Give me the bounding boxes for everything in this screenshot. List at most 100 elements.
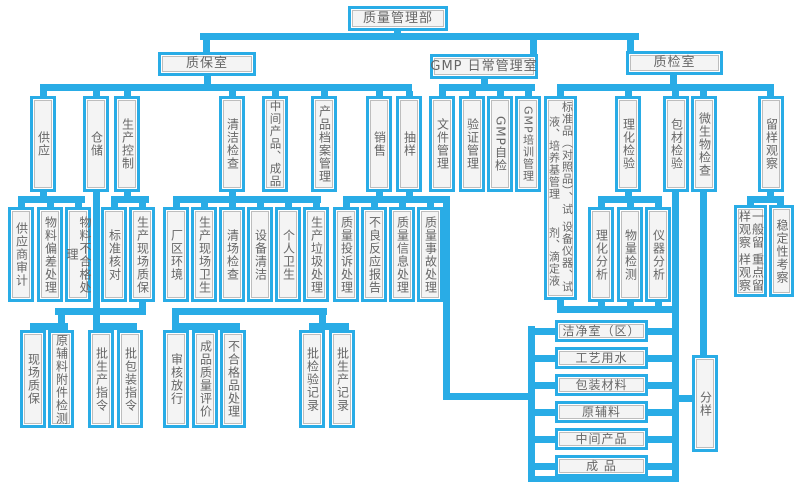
node-material-nonconforming-handling: 物料不合格处理 (65, 207, 92, 302)
node-label: 仪器分析 (651, 228, 666, 281)
connector-line (229, 192, 236, 196)
connector-line (319, 315, 326, 323)
node-production-site-hygiene: 生产现场卫生 (191, 207, 217, 302)
node-label: 标准品（对照品）、试液、培养基管理 (547, 101, 574, 216)
node-standards-reagents-management: 标准品（对照品）、试液、培养基管理设备仪器、试剂、滴定液 (544, 96, 577, 300)
node-batch-inspection-record: 批检验记录 (299, 330, 325, 428)
connector-line (30, 323, 68, 330)
connector-line (309, 323, 349, 330)
connector-line (648, 328, 672, 335)
node-label: 设备仪器、试剂、滴定液 (547, 221, 574, 294)
connector-line (535, 436, 555, 443)
connector-line (700, 192, 707, 355)
connector-line (557, 300, 564, 306)
connector-line (204, 76, 211, 84)
node-supplier-audit: 供应商审计 (8, 207, 34, 302)
connector-line (777, 203, 784, 205)
connector-line (672, 91, 679, 96)
connector-line (40, 91, 47, 96)
node-label: 重点留样观察 (737, 253, 765, 292)
connector-line (439, 91, 446, 96)
connector-line (625, 91, 632, 96)
node-label: 物料偏差处理 (43, 215, 58, 294)
connector-line (648, 382, 672, 389)
connector-line (443, 196, 450, 400)
node-equipment-cleaning: 设备清洁 (247, 207, 273, 302)
node-label: 质量信息处理 (395, 215, 410, 294)
node-quality-info-handling: 质量信息处理 (389, 207, 415, 302)
node-quality-management-dept: 质量管理部 (348, 6, 448, 31)
node-label: 文件管理 (435, 118, 450, 170)
node-stability-study: 稳定性考察 (769, 205, 794, 297)
node-physchem-inspection: 理化检验 (615, 96, 641, 192)
node-label: 现场质保 (26, 353, 41, 405)
connector-line (93, 323, 137, 330)
connector-line (111, 196, 149, 203)
node-quantity-testing: 物量检测 (617, 207, 643, 302)
connector-line (203, 40, 210, 52)
connector-line (655, 302, 662, 306)
node-retained-observation-types: 一般留样观察重点留样观察 (734, 205, 767, 297)
connector-line (124, 192, 131, 196)
node-label: 生产现场卫生 (197, 215, 212, 294)
node-label: 批检验记录 (305, 346, 320, 412)
connector-line (376, 91, 383, 96)
node-gmp-training-management: GMP培训管理 (515, 96, 541, 192)
connector-line (648, 355, 672, 362)
connector-line (627, 203, 634, 207)
node-label: 不良反应报告 (367, 215, 382, 294)
node-label: 物料不合格处理 (65, 215, 92, 294)
connector-line (655, 203, 662, 207)
node-production-waste-disposal: 生产垃圾处理 (303, 207, 329, 302)
connector-line (93, 91, 100, 96)
node-label: 原辅料附件检测 (54, 333, 69, 425)
node-label: 原辅料 (581, 404, 621, 419)
connector-line (173, 203, 180, 207)
node-label: 供应商审计 (14, 222, 29, 287)
connector-line (672, 192, 679, 482)
node-label: 生产控制 (120, 118, 135, 170)
node-adverse-reaction-report: 不良反应报告 (361, 207, 387, 302)
node-label: 留样观察 (764, 118, 779, 170)
connector-line (399, 203, 406, 207)
connector-line (528, 476, 679, 482)
node-label: 审核放行 (169, 353, 184, 405)
node-batch-production-order: 批生产指令 (88, 330, 114, 428)
connector-line (535, 328, 555, 335)
node-physchem-analysis: 理化分析 (588, 207, 614, 302)
node-clean-room-area: 洁净室（区） (555, 320, 648, 342)
connector-line (172, 323, 240, 330)
connector-line (627, 302, 634, 306)
connector-line (172, 315, 179, 323)
connector-line (557, 91, 564, 96)
node-material-deviation-handling: 物料偏差处理 (37, 207, 63, 302)
node-finished-product: 成 品 (555, 455, 648, 477)
node-label: 厂区环境 (169, 228, 184, 281)
connector-line (75, 203, 82, 207)
node-label: 质检室 (653, 55, 696, 71)
node-label: 产品档案管理 (317, 105, 332, 183)
node-label: GMP自检 (493, 116, 508, 172)
node-label: 成品质量评价 (198, 340, 213, 418)
connector-line (700, 91, 707, 96)
connector-line (427, 203, 434, 207)
node-label: 验证管理 (465, 118, 480, 170)
connector-line (18, 203, 25, 207)
node-label: 稳定性考察 (775, 218, 789, 284)
node-label: 理化分析 (594, 228, 609, 281)
connector-line (598, 196, 662, 203)
node-raw-material-accessory-testing: 原辅料附件检测 (48, 330, 74, 428)
node-personal-hygiene: 个人卫生 (275, 207, 301, 302)
node-quality-complaint-handling: 质量投诉处理 (333, 207, 359, 302)
node-label: 微生物检查 (697, 111, 712, 177)
node-label: 分样 (698, 390, 713, 417)
node-document-management: 文件管理 (429, 96, 455, 192)
connector-line (321, 91, 328, 96)
connector-line (672, 395, 692, 402)
node-finished-product-quality-evaluation: 成品质量评价 (192, 330, 218, 428)
node-sampling: 抽样 (396, 96, 422, 192)
connector-line (648, 409, 672, 416)
connector-line (55, 308, 146, 315)
node-label: 包材检验 (669, 118, 684, 170)
